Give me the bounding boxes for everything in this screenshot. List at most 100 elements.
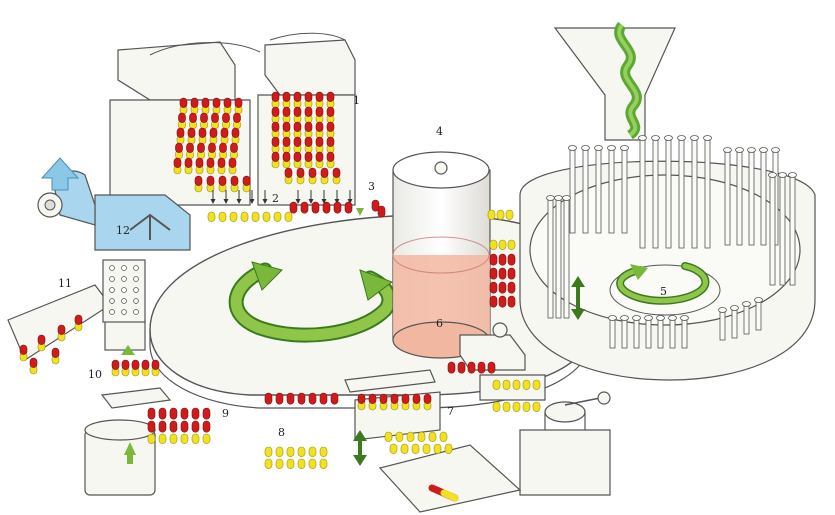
magazine-hole — [109, 287, 115, 293]
capsule — [293, 106, 302, 124]
magazine-hole — [133, 287, 139, 293]
capsule — [198, 127, 207, 145]
closing-lift-arrow-icon — [353, 430, 367, 466]
capsule — [191, 433, 200, 444]
capsule — [74, 314, 83, 332]
capsule — [202, 420, 211, 433]
capsule — [433, 443, 442, 454]
capsule — [492, 379, 501, 390]
magazine-hole — [109, 265, 115, 271]
capsule — [262, 211, 271, 222]
capsule — [222, 112, 230, 130]
capsule — [293, 151, 302, 169]
tamping-pin — [678, 137, 685, 249]
capsule — [304, 121, 313, 139]
capsule — [206, 175, 215, 193]
capsule — [220, 127, 229, 145]
capsule — [229, 211, 238, 222]
capsule — [201, 97, 210, 115]
capsule — [377, 205, 386, 218]
tamping-pin — [743, 303, 750, 335]
capsule — [275, 458, 284, 469]
capsule — [507, 281, 516, 294]
tamping-pin — [621, 147, 628, 234]
capsule — [242, 175, 251, 193]
capsule — [439, 431, 448, 442]
capsule — [197, 142, 205, 160]
capsule — [389, 443, 398, 454]
capsule — [29, 357, 38, 375]
capsule — [457, 361, 466, 374]
capsule — [489, 239, 498, 250]
label-12: 12 — [116, 224, 130, 237]
capsule — [180, 407, 189, 420]
capsule — [502, 379, 511, 390]
capsule — [190, 97, 199, 115]
capsule — [187, 127, 196, 145]
capsule — [498, 267, 507, 280]
capsule — [498, 239, 507, 250]
capsule — [297, 446, 306, 457]
capsule — [218, 175, 227, 193]
tamping-pin — [582, 147, 589, 234]
tamping-pin — [691, 137, 698, 249]
capsule — [423, 393, 432, 411]
capsule — [512, 401, 521, 412]
capsule — [271, 151, 280, 169]
capsule — [202, 407, 211, 420]
capsule — [315, 121, 324, 139]
capsule — [492, 401, 501, 412]
label-6: 6 — [436, 317, 443, 330]
capsule — [319, 392, 328, 405]
tamping-pin — [639, 137, 646, 249]
tamping-pin — [595, 147, 602, 234]
capsule — [333, 201, 342, 214]
capsule — [282, 91, 291, 109]
motor-unit — [519, 391, 611, 496]
capsule — [234, 97, 243, 115]
magazine-hole — [121, 309, 127, 315]
capsule — [489, 267, 498, 280]
capsule — [477, 361, 486, 374]
capsule — [284, 167, 293, 185]
capsule — [344, 201, 353, 214]
capsule — [271, 91, 280, 109]
capsule — [489, 281, 498, 294]
capsule — [293, 121, 302, 139]
magazine-hole — [109, 309, 115, 315]
tamping-pin — [555, 197, 562, 319]
capsule — [304, 106, 313, 124]
capsule — [240, 211, 249, 222]
magazine-hole — [109, 276, 115, 282]
capsule — [208, 142, 216, 160]
tamping-pin — [789, 174, 796, 286]
label-1: 1 — [353, 94, 360, 107]
capsule — [304, 136, 313, 154]
tamping-pin — [755, 299, 762, 331]
capsule — [286, 458, 295, 469]
label-2: 2 — [272, 192, 279, 205]
capsule — [282, 121, 291, 139]
tamping-pin — [633, 317, 640, 349]
capsule — [489, 295, 498, 308]
capsule — [217, 157, 226, 175]
capsule — [179, 97, 188, 115]
capsule — [297, 458, 306, 469]
capsule — [111, 359, 120, 377]
main-rotation-arrow-icon — [228, 261, 397, 343]
magazine-hole — [121, 265, 127, 271]
tamping-pin — [769, 174, 776, 286]
label-7: 7 — [447, 405, 454, 418]
capsule — [147, 420, 156, 433]
capsule — [326, 151, 335, 169]
capsule — [326, 121, 335, 139]
capsule — [411, 443, 420, 454]
dosing-rotation-arrow-icon — [616, 262, 710, 305]
capsule — [147, 433, 156, 444]
capsule — [200, 112, 208, 130]
capsule — [505, 209, 514, 220]
capsule — [512, 379, 521, 390]
tamping-pin — [569, 147, 576, 234]
capsule — [502, 401, 511, 412]
